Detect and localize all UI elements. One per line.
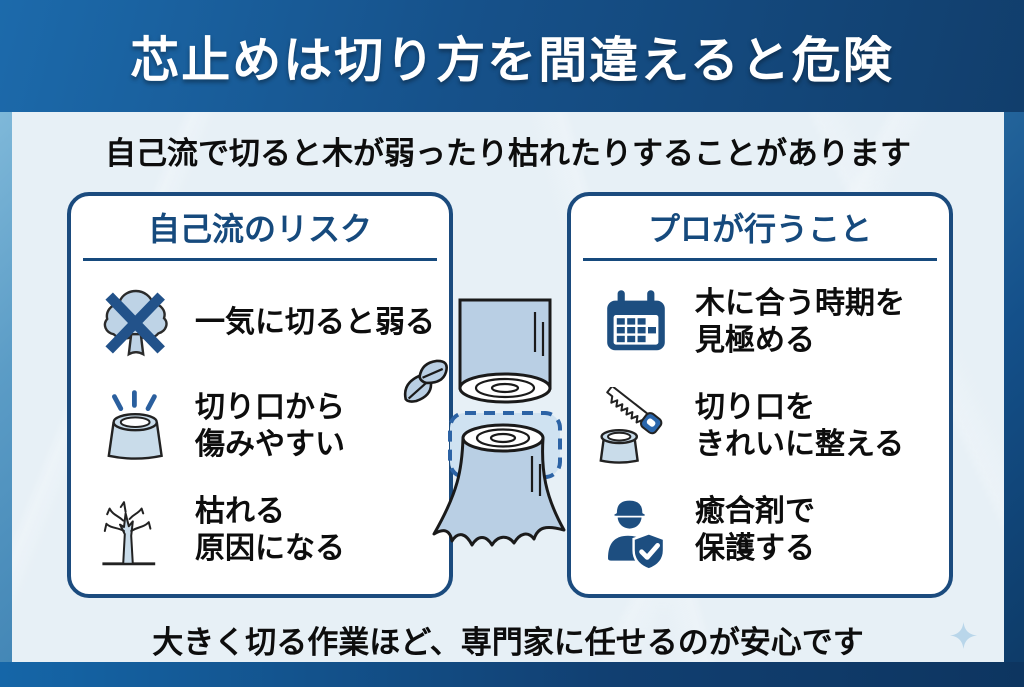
pro-item-label: 切り口を きれいに整える: [695, 391, 905, 461]
pro-item-timing: 木に合う時期を 見極める: [595, 271, 941, 375]
diy-risk-panel: 自己流のリスク 一気に切ると弱る: [67, 192, 453, 598]
leaf-pair-icon: [403, 359, 448, 403]
pro-items: 木に合う時期を 見極める: [571, 261, 949, 593]
intro-text: 自己流で切ると木が弱ったり枯れたりすることがあります: [105, 136, 911, 171]
pro-item-label: 癒合剤で 保護する: [695, 495, 815, 565]
sparkle-icon: [950, 622, 977, 649]
risk-item-wither: 枯れる 原因になる: [95, 479, 441, 583]
risk-item-wound: 切り口から 傷みやすい: [95, 375, 441, 479]
diy-risk-panel-title: 自己流のリスク: [147, 211, 372, 247]
risk-item-label: 枯れる 原因になる: [195, 495, 345, 565]
pro-item-protect: 癒合剤で 保護する: [595, 479, 941, 583]
pro-item-label: 木に合う時期を 見極める: [695, 287, 905, 357]
page-title: 芯止めは切り方を間違えると危険: [130, 33, 894, 88]
pro-item-clean-cut: 切り口を きれいに整える: [595, 375, 941, 479]
topped-tree-trunk-illustration: [403, 298, 566, 547]
saw-stump-icon: [595, 384, 677, 470]
stump-pain-icon: [95, 384, 177, 470]
content-area: 自己流で切ると木が弱ったり枯れたりすることがあります 自己流のリスク: [12, 112, 1004, 662]
dead-tree-icon: [95, 488, 177, 574]
header-band: 芯止めは切り方を間違えると危険: [0, 0, 1024, 112]
log-cut-face: [458, 372, 552, 404]
outro-text: 大きく切る作業ほど、専門家に任せるのが安心です: [152, 625, 864, 660]
risk-item-weaken: 一気に切ると弱る: [95, 271, 441, 375]
risk-item-label: 一気に切ると弱る: [195, 305, 435, 339]
risk-item-label: 切り口から 傷みやすい: [195, 391, 345, 461]
worker-shield-icon: [595, 488, 677, 574]
calendar-icon: [595, 280, 677, 366]
divider: [583, 258, 937, 261]
divider: [83, 258, 437, 261]
tree-x-icon: [95, 280, 177, 366]
diy-risk-items: 一気に切ると弱る: [71, 261, 449, 593]
pro-panel: プロが行うこと: [567, 192, 953, 598]
bottom-band: [0, 662, 1024, 687]
pro-panel-title: プロが行うこと: [647, 211, 872, 247]
